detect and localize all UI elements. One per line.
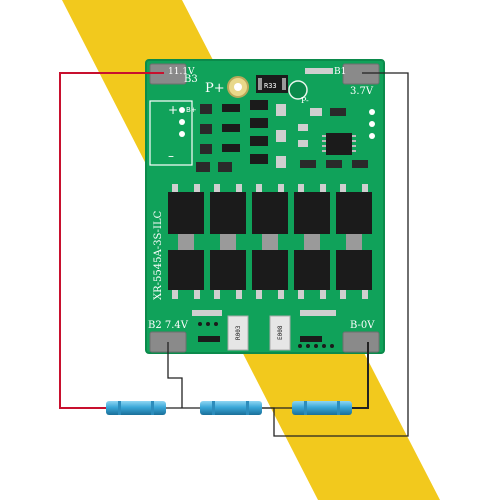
- label-r003: R003: [235, 325, 242, 340]
- label-b-0v: B-0V: [350, 320, 375, 331]
- cell-1: [106, 401, 166, 415]
- label-model: XR-5545A-3S-ILC: [153, 210, 164, 300]
- black-wire-b-minus: [352, 342, 369, 409]
- label-3-7v: 3.7V: [350, 86, 374, 97]
- label-minus: –: [168, 149, 174, 163]
- label-r33: R33: [264, 82, 277, 90]
- mosfet-row-bottom: [168, 250, 372, 299]
- mosfet-row-top: [168, 184, 372, 234]
- label-p-minus: P-: [301, 96, 309, 105]
- pad-b-minus: [342, 331, 380, 353]
- label-b1: B1: [334, 67, 346, 77]
- inductor: [256, 75, 288, 93]
- black-wire-b2: [167, 342, 183, 408]
- label-e008: E008: [277, 325, 284, 340]
- pcb-board: 11.1V B3 P+ R33 P- B1 3.7V B+ + – XR-554…: [145, 59, 385, 354]
- pad-b1: [342, 63, 380, 85]
- label-b-plus: B+: [186, 106, 197, 114]
- shunt-resistor-2: [269, 315, 291, 351]
- label-plus: +: [168, 103, 178, 117]
- mosfet-tabs: [178, 234, 362, 250]
- shunt-resistor-1: [227, 315, 249, 351]
- label-b3: B3: [184, 74, 198, 85]
- control-components: [196, 100, 375, 172]
- cell-2: [200, 401, 262, 415]
- protection-ic: [326, 133, 352, 155]
- p-minus-hole: [288, 80, 308, 100]
- label-b2-7-4v: B2 7.4V: [148, 320, 189, 331]
- cell-3: [292, 401, 352, 415]
- red-wire: [59, 72, 164, 409]
- label-p-plus: P+: [205, 81, 225, 96]
- label-11-1v: 11.1V: [168, 67, 195, 77]
